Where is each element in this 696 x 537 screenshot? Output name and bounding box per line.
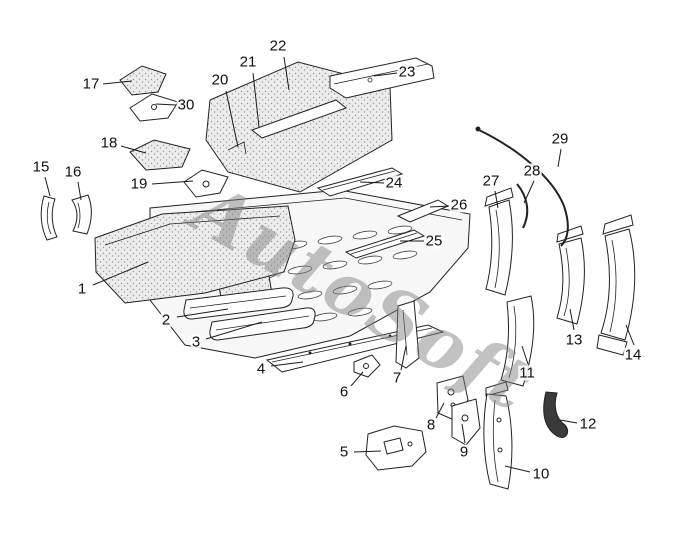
callout-9: 9: [458, 443, 470, 461]
part-18-panel: [129, 139, 191, 171]
leader-line-17: [102, 80, 133, 85]
leader-line-19: [151, 180, 194, 185]
callout-21: 21: [238, 53, 258, 71]
leader-line-1: [92, 261, 149, 286]
callout-22: 22: [268, 37, 288, 55]
part-5-bracket: [365, 425, 427, 471]
leader-line-10: [504, 465, 531, 473]
callout-5: 5: [338, 443, 350, 461]
leader-line-13: [569, 308, 575, 331]
callout-19: 19: [129, 175, 149, 193]
part-6-clip: [353, 354, 381, 378]
leader-line-14: [625, 324, 635, 346]
part-10-pillar: [483, 381, 513, 490]
callout-3: 3: [190, 333, 202, 351]
leader-line-6: [350, 371, 364, 387]
leader-line-23: [373, 72, 398, 77]
part-27-pillar: [484, 187, 514, 296]
part-29-cable: [475, 126, 569, 247]
callout-30: 30: [176, 96, 196, 114]
part-13-pillar: [556, 225, 585, 325]
callout-4: 4: [255, 360, 267, 378]
callout-8: 8: [425, 416, 437, 434]
callout-2: 2: [160, 311, 172, 329]
leader-line-26: [429, 205, 450, 208]
callout-27: 27: [481, 172, 501, 190]
leader-line-16: [77, 181, 82, 201]
callout-15: 15: [31, 158, 51, 176]
leader-line-12: [559, 419, 578, 424]
part-28-rod: [516, 183, 529, 229]
part-30-panel: [129, 93, 179, 122]
leader-line-15: [44, 176, 51, 197]
callout-25: 25: [424, 232, 444, 250]
leader-line-18: [120, 145, 147, 154]
leader-line-30: [155, 103, 177, 106]
leader-line-28: [523, 180, 535, 204]
part-16-bracket: [71, 194, 92, 235]
leader-line-27: [494, 190, 499, 209]
callout-23: 23: [397, 63, 417, 81]
leader-line-21: [252, 72, 260, 128]
part-9-bracket: [451, 398, 481, 446]
callout-10: 10: [531, 465, 551, 483]
part-21-channel: [250, 99, 348, 139]
callout-26: 26: [449, 196, 469, 214]
callout-12: 12: [578, 415, 598, 433]
callout-17: 17: [81, 75, 101, 93]
callout-28: 28: [522, 162, 542, 180]
callout-7: 7: [391, 369, 403, 387]
part-15-bracket: [40, 195, 58, 241]
callout-13: 13: [564, 331, 584, 349]
callout-18: 18: [99, 134, 119, 152]
callout-20: 20: [210, 71, 230, 89]
leader-line-7: [400, 345, 407, 371]
callout-6: 6: [338, 383, 350, 401]
leader-line-29: [557, 148, 562, 168]
leader-line-8: [435, 402, 445, 419]
callout-16: 16: [63, 163, 83, 181]
callout-14: 14: [623, 346, 643, 364]
part-11-pillar: [500, 295, 535, 387]
part-25-rail: [344, 229, 426, 259]
part-14-pillar: [596, 214, 636, 356]
leader-line-11: [521, 345, 529, 365]
leader-line-20: [225, 90, 239, 148]
callout-29: 29: [550, 130, 570, 148]
leader-line-5: [353, 450, 382, 453]
part-19-bracket: [183, 169, 229, 198]
leader-line-22: [283, 56, 290, 91]
callout-1: 1: [76, 280, 88, 298]
part-12-hook: [543, 391, 569, 438]
leader-line-24: [359, 181, 385, 184]
part-1-front-floor-panel: [94, 205, 296, 304]
leader-line-2: [176, 308, 229, 318]
leader-line-9: [461, 423, 466, 444]
leader-line-4: [270, 361, 304, 367]
leader-line-3: [205, 321, 263, 340]
leader-lines: [44, 56, 635, 473]
part-17-panel: [119, 65, 167, 96]
part-20-edge: [227, 141, 247, 155]
callout-24: 24: [384, 174, 404, 192]
callout-11: 11: [518, 364, 536, 382]
part-7-reinforcement: [395, 300, 420, 369]
